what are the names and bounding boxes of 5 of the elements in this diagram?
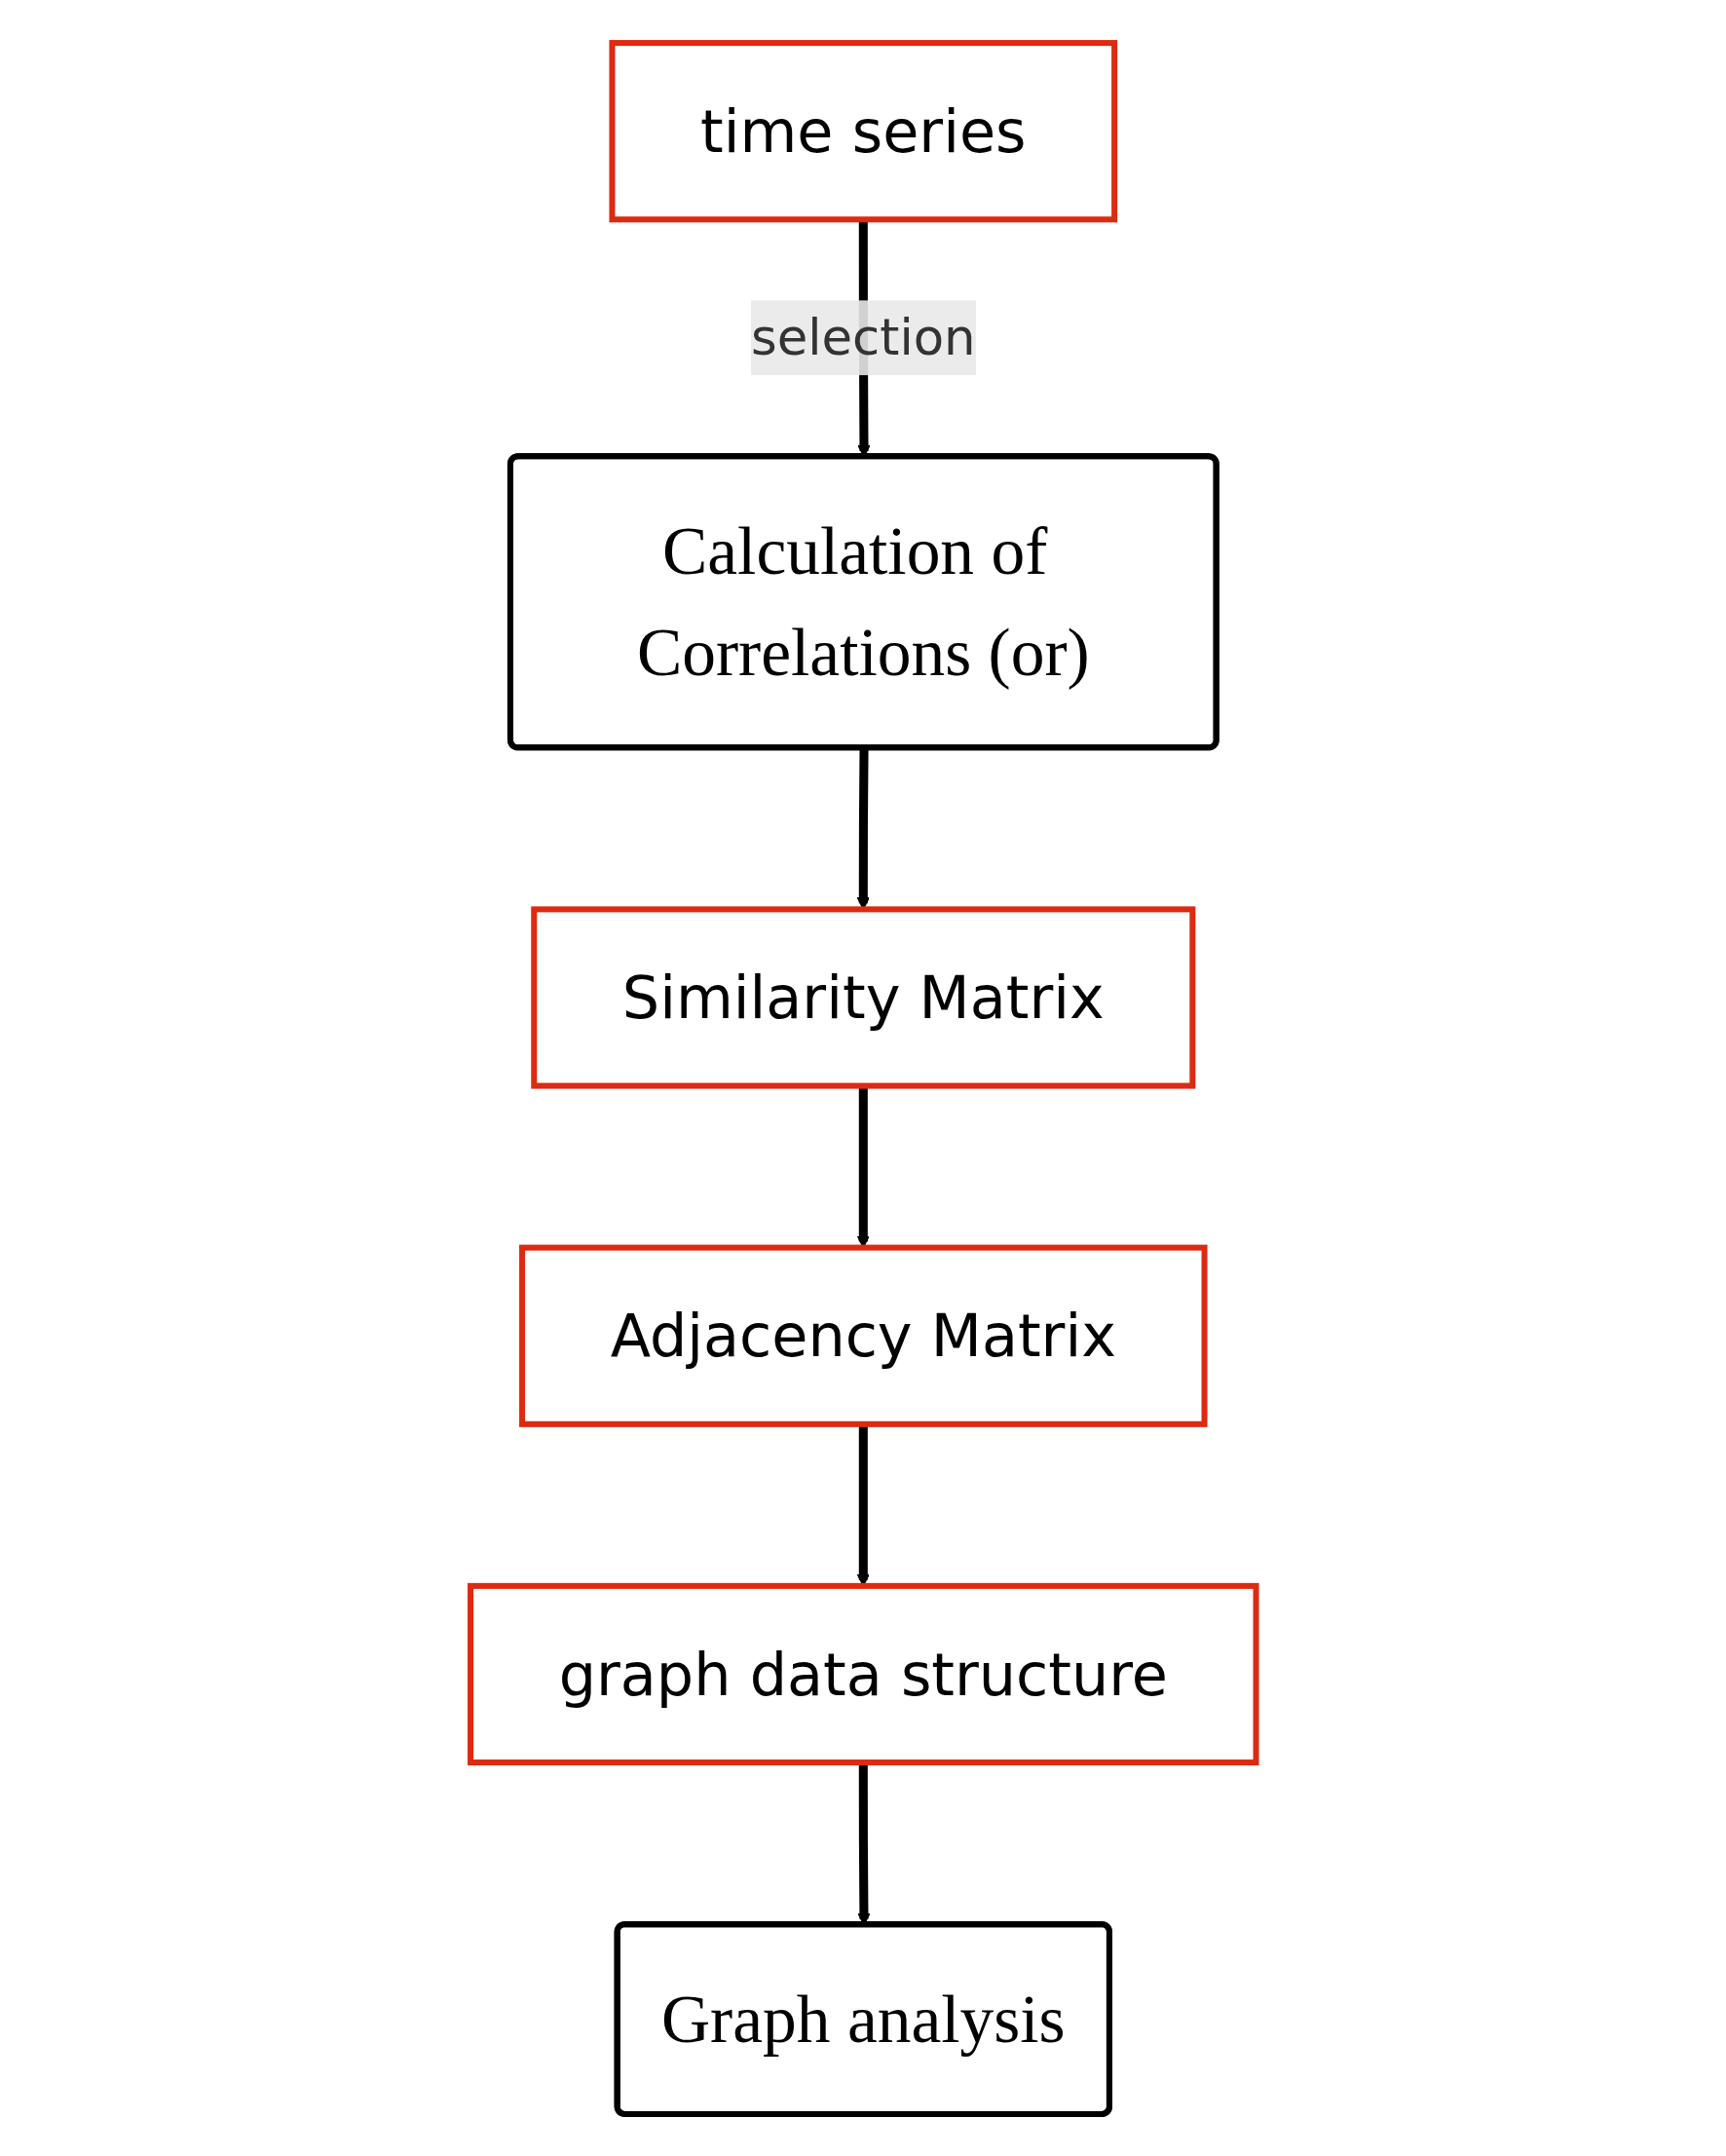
- edge-label: selection: [750, 307, 976, 366]
- node-box: time series: [609, 39, 1117, 222]
- node-box: Similarity Matrix: [530, 905, 1196, 1089]
- node-box: Adjacency Matrix: [518, 1244, 1208, 1427]
- node-box: graph data structure: [467, 1582, 1259, 1765]
